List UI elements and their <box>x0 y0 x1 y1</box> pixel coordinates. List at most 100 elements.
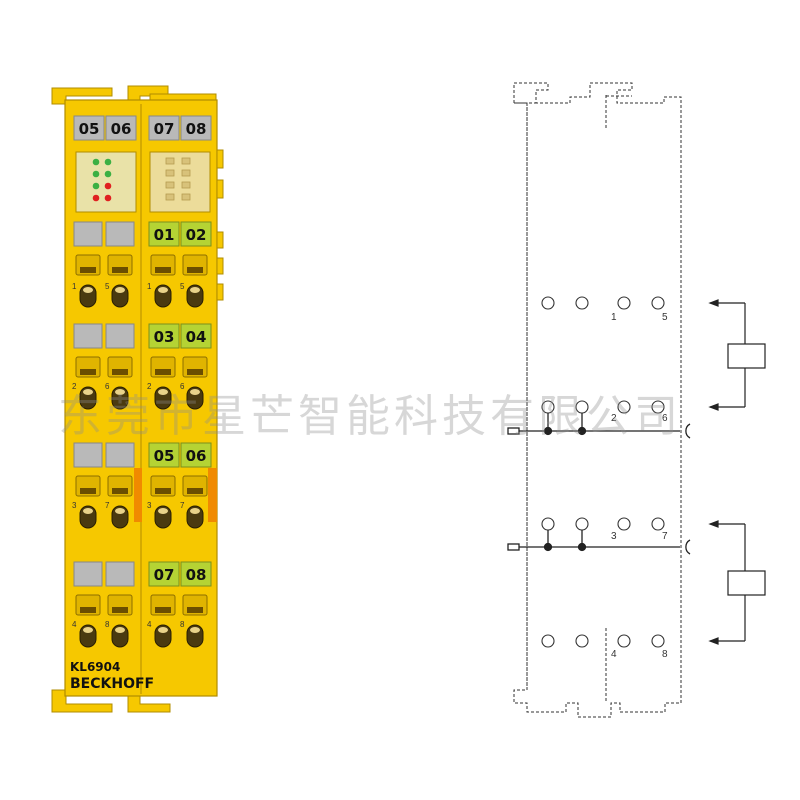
clamp-slot <box>112 267 128 273</box>
wire-number: 4 <box>72 620 77 629</box>
pin-label: 1 <box>611 312 617 323</box>
wire-entry-highlight <box>115 287 125 293</box>
power-contacts <box>507 413 691 555</box>
clamp-slot <box>80 369 96 375</box>
pin-label: 4 <box>611 649 617 660</box>
led-window-right <box>149 151 211 213</box>
row-label: 02 <box>186 226 207 244</box>
wire-entry-highlight <box>190 627 200 633</box>
led-red <box>104 194 112 202</box>
wire-entry-highlight <box>190 508 200 514</box>
clamp-slot <box>187 488 203 494</box>
wire-entry-highlight <box>83 627 93 633</box>
wire-number: 3 <box>72 501 77 510</box>
terminal-point <box>575 517 589 531</box>
schematic-outline <box>513 82 682 718</box>
top-label-row: 05 06 07 08 <box>73 115 212 141</box>
clamp-slot <box>80 488 96 494</box>
wire-entry-highlight <box>83 389 93 395</box>
terminal-point <box>617 517 631 531</box>
terminal-point <box>651 634 665 648</box>
top-label: 07 <box>154 120 175 138</box>
top-clip <box>51 87 113 105</box>
pin-label: 8 <box>662 649 668 660</box>
wire-number: 7 <box>105 501 110 510</box>
wire-number: 1 <box>147 282 152 291</box>
schematic <box>513 82 682 718</box>
clamp-slot <box>112 369 128 375</box>
terminal-point <box>541 517 555 531</box>
wire-number: 7 <box>180 501 185 510</box>
load-resistor <box>727 570 766 596</box>
load-circuit-2 <box>708 520 766 645</box>
orange-accent <box>134 468 142 522</box>
terminal-point <box>541 296 555 310</box>
clamp-slot <box>112 607 128 613</box>
led-red <box>92 194 100 202</box>
clamp-slot <box>155 369 171 375</box>
wire-number: 5 <box>105 282 110 291</box>
clamp-slot <box>187 607 203 613</box>
wire-number: 1 <box>72 282 77 291</box>
wire-entry-highlight <box>115 627 125 633</box>
brand-label: BECKHOFF <box>70 676 154 692</box>
connector-rows: 01 02 03 04 05 06 07 08 <box>73 221 212 587</box>
terminal-point <box>651 400 665 414</box>
clamp-slot <box>155 488 171 494</box>
wire-entry-highlight <box>190 389 200 395</box>
wire-numbers: 1 5 1 5 2 6 2 6 3 7 3 7 4 8 4 8 <box>72 282 185 629</box>
clamp-slot <box>80 267 96 273</box>
clamp-slot <box>187 267 203 273</box>
terminal-point <box>651 517 665 531</box>
watermark: 东莞市星芒智能科技有限公司 <box>58 391 682 442</box>
wire-number: 8 <box>105 620 110 629</box>
led-green <box>104 158 112 166</box>
wire-number: 4 <box>147 620 152 629</box>
clamp-slot <box>80 607 96 613</box>
clamp-slot <box>187 369 203 375</box>
clamp-slot <box>112 488 128 494</box>
schematic-terminals <box>541 296 665 648</box>
pin-label: 6 <box>662 413 668 424</box>
pin-label: 2 <box>611 413 617 424</box>
wire-entry-highlight <box>83 508 93 514</box>
row-label: 01 <box>154 226 175 244</box>
wire-number: 5 <box>180 282 185 291</box>
terminal-point <box>541 634 555 648</box>
led-green <box>92 170 100 178</box>
wire-entry-highlight <box>115 389 125 395</box>
wire-entry-highlight <box>158 508 168 514</box>
load-circuit-1 <box>708 299 766 411</box>
led-window-left <box>75 151 137 213</box>
terminal-point <box>575 296 589 310</box>
row-label: 06 <box>186 447 207 465</box>
wire-number: 6 <box>105 382 110 391</box>
terminal-point <box>617 296 631 310</box>
terminal-point <box>651 296 665 310</box>
load-resistor <box>727 343 766 369</box>
top-label: 05 <box>79 120 100 138</box>
model-label: KL6904 <box>70 660 120 674</box>
row-label: 07 <box>154 566 175 584</box>
wire-entry-highlight <box>158 287 168 293</box>
led-green <box>92 182 100 190</box>
orange-accent <box>208 468 217 522</box>
top-label: 06 <box>111 120 132 138</box>
wire-entry-highlight <box>190 287 200 293</box>
spring-clamps <box>75 254 208 648</box>
pin-label: 7 <box>662 531 668 542</box>
row-label: 03 <box>154 328 175 346</box>
led-green <box>92 158 100 166</box>
wire-number: 6 <box>180 382 185 391</box>
pin-label: 5 <box>662 312 668 323</box>
terminal-module: 05 06 07 08 <box>51 85 224 713</box>
row-label: 04 <box>186 328 207 346</box>
top-label: 08 <box>186 120 207 138</box>
terminal-point <box>575 634 589 648</box>
wire-entry-highlight <box>83 287 93 293</box>
led-red <box>104 182 112 190</box>
wire-entry-highlight <box>158 389 168 395</box>
terminal-point <box>617 634 631 648</box>
pin-labels: 1 5 2 6 3 7 4 8 <box>611 312 668 660</box>
